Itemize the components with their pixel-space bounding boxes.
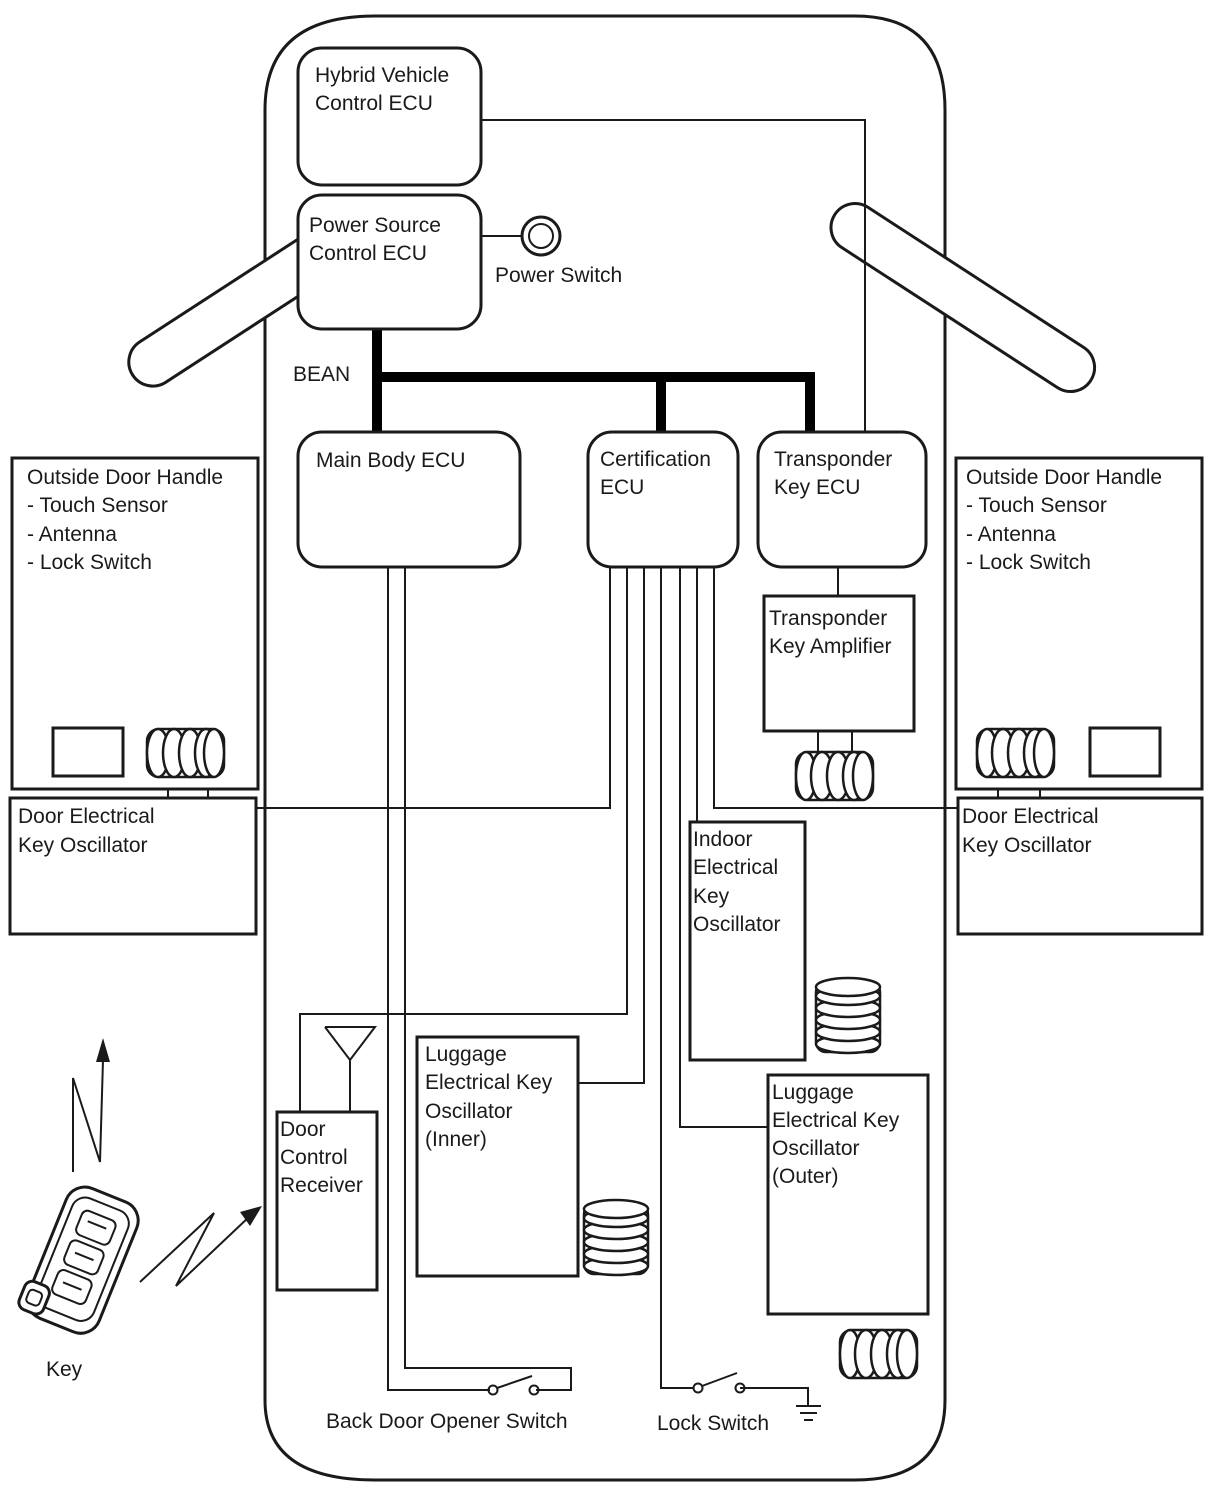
trans-ecu-label-2: Key ECU bbox=[774, 476, 860, 499]
odh-left-line-1: Outside Door Handle bbox=[27, 466, 223, 489]
power-switch-icon bbox=[520, 215, 562, 257]
lug-inner-line-4: (Inner) bbox=[425, 1128, 487, 1151]
bean-label: BEAN bbox=[293, 363, 350, 386]
main-body-ecu-label: Main Body ECU bbox=[316, 449, 465, 472]
cert-ecu-label-2: ECU bbox=[600, 476, 644, 499]
back-door-switch-label: Back Door Opener Switch bbox=[326, 1410, 568, 1433]
back-door-switch-icon bbox=[487, 1375, 540, 1396]
svg-text:Luggage Electrical Key: Luggage Electrical Key Oscillator (Inner… bbox=[425, 1043, 558, 1151]
odh-right-line-2: - Touch Sensor bbox=[966, 494, 1107, 517]
odh-right-line-1: Outside Door Handle bbox=[966, 466, 1162, 489]
ps-ecu-label-1: Power Source bbox=[309, 214, 441, 237]
coil-icon-luggage-inner bbox=[582, 1198, 650, 1277]
odh-right-line-3: - Antenna bbox=[966, 523, 1056, 546]
odh-left-line-3: - Antenna bbox=[27, 523, 117, 546]
radio-signal-right-icon bbox=[139, 1206, 262, 1287]
indoor-line-1: Indoor bbox=[693, 828, 753, 851]
wire-main-body-back-door-1 bbox=[387, 567, 490, 1391]
receiver-line-3: Receiver bbox=[280, 1174, 363, 1197]
key-label: Key bbox=[46, 1358, 83, 1381]
hv-ecu-label-2: Control ECU bbox=[315, 92, 433, 115]
wire-cert-lock-switch bbox=[660, 567, 694, 1389]
ps-ecu-label-2: Control ECU bbox=[309, 242, 427, 265]
wire-cert-left-osc bbox=[256, 567, 611, 809]
coil-icon-left-handle bbox=[145, 727, 226, 779]
lug-inner-line-2: Electrical Key bbox=[425, 1071, 553, 1094]
indoor-line-2: Electrical bbox=[693, 856, 778, 879]
touch-sensor-icon-right bbox=[1088, 726, 1162, 778]
trans-ecu-label-1: Transponder bbox=[774, 448, 892, 471]
antenna-icon bbox=[324, 1026, 378, 1062]
mirror-right bbox=[829, 202, 1097, 393]
wire-hv-to-transponder bbox=[481, 119, 866, 432]
lug-inner-line-3: Oscillator bbox=[425, 1100, 513, 1123]
wire-cert-lug-inner bbox=[578, 567, 645, 1084]
indoor-line-4: Oscillator bbox=[693, 913, 781, 936]
coil-icon-luggage-outer bbox=[838, 1328, 919, 1380]
luggage-key-oscillator-inner bbox=[415, 1035, 580, 1278]
svg-text:Indoor Electrical Key: Indoor Electrical Key Oscillator bbox=[693, 828, 784, 936]
door-control-receiver bbox=[275, 1110, 379, 1292]
power-switch-label: Power Switch bbox=[495, 264, 622, 287]
coil-icon-right-handle bbox=[975, 727, 1056, 779]
radio-signal-up-icon bbox=[72, 1038, 110, 1172]
door-key-oscillator-left bbox=[8, 796, 258, 936]
touch-sensor-icon-left bbox=[51, 726, 125, 778]
door-key-oscillator-right bbox=[956, 796, 1204, 936]
bean-bus bbox=[372, 329, 815, 432]
receiver-line-2: Control bbox=[280, 1146, 348, 1169]
transponder-key-amplifier bbox=[762, 594, 916, 733]
receiver-line-1: Door bbox=[280, 1118, 326, 1141]
lock-switch-icon bbox=[692, 1372, 746, 1394]
dek-left-line-2: Key Oscillator bbox=[18, 834, 148, 857]
indoor-key-oscillator bbox=[688, 820, 807, 1062]
lug-outer-line-2: Electrical Key bbox=[772, 1109, 900, 1132]
transponder-key-ecu bbox=[756, 430, 928, 569]
lug-outer-line-1: Luggage bbox=[772, 1081, 854, 1104]
cert-ecu-label-1: Certification bbox=[600, 448, 711, 471]
ground-icon bbox=[796, 1405, 821, 1421]
luggage-key-oscillator-outer bbox=[766, 1073, 930, 1316]
wire-main-body-back-door-2 bbox=[404, 567, 572, 1391]
main-body-ecu bbox=[296, 430, 522, 569]
lock-switch-label: Lock Switch bbox=[657, 1412, 769, 1435]
key-fob-icon bbox=[17, 1185, 140, 1335]
trans-amp-label-1: Transponder bbox=[769, 607, 887, 630]
svg-text:Outside Door Handle - Touc: Outside Door Handle - Touch Sensor - Ant… bbox=[27, 466, 229, 574]
trans-amp-label-2: Key Amplifier bbox=[769, 635, 892, 658]
dek-left-line-1: Door Electrical bbox=[18, 805, 155, 828]
hv-ecu-label-1: Hybrid Vehicle bbox=[315, 64, 449, 87]
wire-cert-lug-outer bbox=[679, 567, 768, 1128]
svg-text:Outside Door Handle - Touc: Outside Door Handle - Touch Sensor - Ant… bbox=[966, 466, 1168, 574]
svg-text:Door Control Receiver: Door Control Receiver bbox=[280, 1118, 363, 1197]
hybrid-vehicle-ecu bbox=[296, 46, 483, 187]
odh-left-line-4: - Lock Switch bbox=[27, 551, 152, 574]
dek-right-line-2: Key Oscillator bbox=[962, 834, 1092, 857]
power-source-ecu bbox=[296, 193, 483, 331]
coil-icon-transponder bbox=[794, 750, 875, 802]
wire-cert-right-osc bbox=[713, 567, 958, 809]
indoor-line-3: Key bbox=[693, 885, 730, 908]
lug-outer-line-4: (Outer) bbox=[772, 1165, 839, 1188]
odh-left-line-2: - Touch Sensor bbox=[27, 494, 168, 517]
odh-right-line-4: - Lock Switch bbox=[966, 551, 1091, 574]
lug-outer-line-3: Oscillator bbox=[772, 1137, 860, 1160]
certification-ecu bbox=[586, 430, 740, 569]
lug-inner-line-1: Luggage bbox=[425, 1043, 507, 1066]
wire-cert-receiver bbox=[299, 567, 628, 1112]
svg-text:Luggage Electrical Key: Luggage Electrical Key Oscillator (Outer… bbox=[772, 1081, 905, 1188]
dek-right-line-1: Door Electrical bbox=[962, 805, 1099, 828]
coil-icon-indoor bbox=[814, 976, 882, 1055]
